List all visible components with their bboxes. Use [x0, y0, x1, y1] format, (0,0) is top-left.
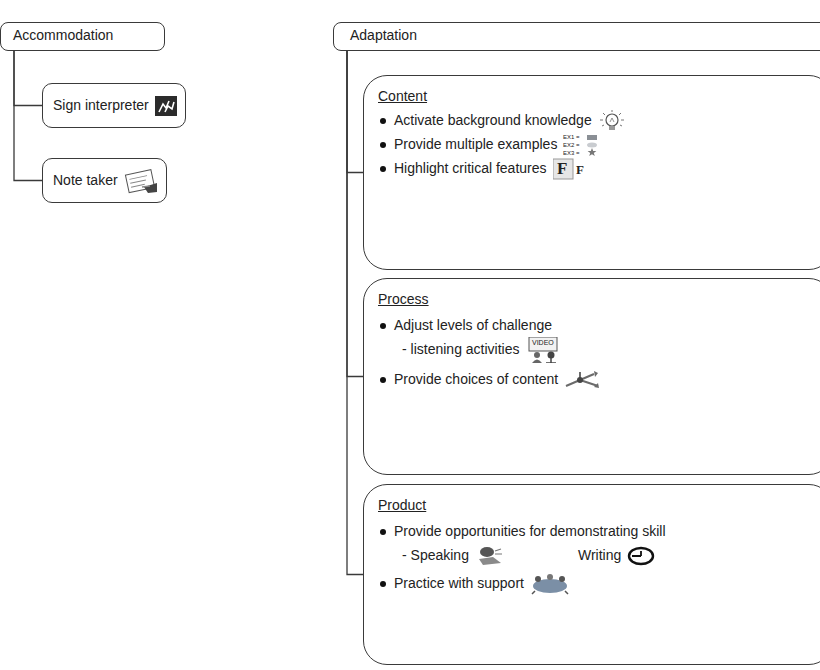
tree-connector	[14, 51, 42, 106]
critical-features-icon: FF	[553, 158, 589, 180]
note-taker-icon	[124, 167, 158, 195]
item-text: Highlight critical features	[394, 160, 547, 177]
speaking-drawing	[475, 545, 505, 567]
support-icon	[530, 573, 570, 595]
item-text: - Speaking	[402, 547, 469, 564]
tree-connector	[14, 51, 42, 181]
bullet-dot	[380, 166, 386, 172]
section-box: ProductProvide opportunities for demonst…	[363, 484, 820, 665]
section-heading: Product	[378, 497, 426, 514]
examples-icon: EX1 = EX2 = EX3 =	[563, 133, 599, 157]
tree-connector	[347, 51, 363, 377]
icon-label: EX2 =	[563, 142, 580, 148]
tree-connector	[347, 51, 363, 173]
item-text: Provide choices of content	[394, 371, 558, 388]
writing-clock-drawing	[627, 546, 655, 566]
section-box: ProcessAdjust levels of challenge - liste…	[363, 278, 820, 475]
icon-label: F	[576, 163, 584, 176]
bullet-dot	[380, 377, 386, 383]
bullet-dot	[380, 142, 386, 148]
category-box: Adaptation	[333, 22, 820, 51]
category-box: Accommodation	[0, 22, 165, 51]
sign-icon	[155, 96, 177, 116]
item-text: Activate background knowledge	[394, 112, 592, 129]
item-text: Writing	[578, 547, 621, 564]
item-text: - listening activities	[402, 341, 520, 358]
item-box: Sign interpreter	[42, 83, 186, 128]
video-icon: VIDEO	[526, 337, 560, 363]
section-heading: Content	[378, 88, 427, 105]
item-text: Adaptation	[350, 27, 417, 44]
note-taker-drawing	[124, 167, 158, 195]
lightbulb-icon	[598, 109, 626, 133]
choices-drawing	[564, 370, 600, 390]
item-text: Provide opportunities for demonstrating …	[394, 523, 666, 540]
item-text: Provide multiple examples	[394, 136, 557, 153]
item-box: Note taker	[42, 158, 167, 203]
icon-label: EX3 =	[563, 150, 580, 156]
item-text: Sign interpreter	[53, 97, 149, 114]
item-text: Practice with support	[394, 575, 524, 592]
tree-connector	[347, 51, 363, 575]
section-heading: Process	[378, 291, 429, 308]
writing-clock-icon	[627, 546, 655, 566]
speaking-icon	[475, 545, 505, 567]
bullet-dot	[380, 581, 386, 587]
item-text: Adjust levels of challenge	[394, 317, 552, 334]
bullet-dot	[380, 529, 386, 535]
support-drawing	[530, 573, 570, 595]
icon-label: EX1 =	[563, 134, 580, 140]
item-text: Note taker	[53, 172, 118, 189]
sign-icon-drawing	[155, 96, 177, 116]
item-text: Accommodation	[13, 27, 113, 44]
bullet-dot	[380, 118, 386, 124]
bullet-dot	[380, 323, 386, 329]
icon-label: VIDEO	[532, 339, 554, 346]
section-box: ContentActivate background knowledgeProv…	[363, 75, 820, 270]
icon-label: F	[557, 160, 567, 177]
lightbulb-drawing	[598, 109, 626, 133]
choices-icon	[564, 370, 600, 390]
